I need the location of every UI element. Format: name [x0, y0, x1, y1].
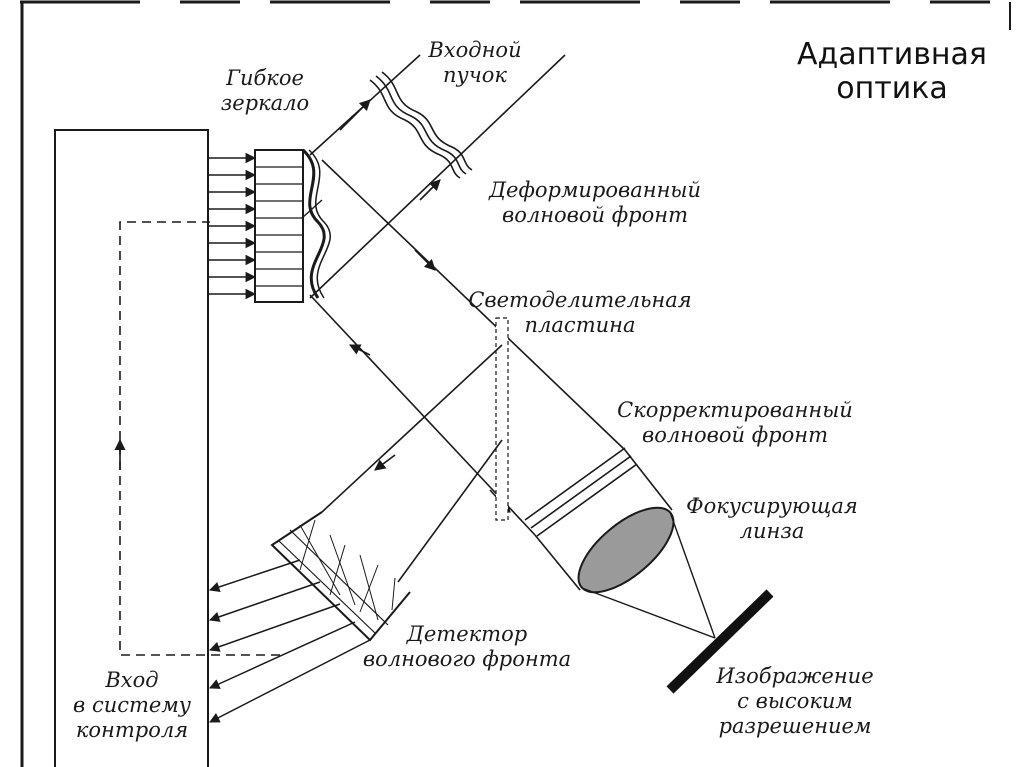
- label-focusing-lens-line1: Фокусирующая: [686, 494, 858, 518]
- label-flexible-mirror: Гибкое зеркало: [210, 66, 320, 116]
- label-input-beam-line2: пучок: [443, 63, 507, 87]
- label-control-input-line2: в систему: [73, 693, 191, 717]
- label-high-res-image-line3: разрешением: [718, 714, 872, 738]
- label-control-input-line3: контроля: [75, 718, 189, 742]
- label-flexible-mirror-line2: зеркало: [220, 91, 310, 115]
- detector-beam: [301, 199, 503, 583]
- label-wavefront-detector-line1: Детектор: [406, 622, 528, 646]
- label-corrected-wavefront-line1: Скорректированный: [617, 398, 853, 422]
- input-beam: [309, 54, 566, 299]
- actuator-lines: [208, 152, 257, 300]
- corrected-wavefront-lines: [524, 447, 638, 537]
- label-beam-splitter-line2: пластина: [524, 313, 636, 337]
- label-corrected-wavefront: Скорректированный волновой фронт: [605, 398, 865, 448]
- label-deformed-wavefront-line1: Деформированный: [488, 178, 702, 202]
- label-focusing-lens-line2: линза: [739, 519, 805, 543]
- label-focusing-lens: Фокусирующая линза: [672, 494, 872, 544]
- label-high-res-image: Изображение с высоким разрешением: [700, 664, 890, 739]
- top-border: [20, 0, 1011, 767]
- label-wavefront-detector: Детектор волнового фронта: [352, 622, 582, 672]
- label-flexible-mirror-line1: Гибкое: [226, 66, 304, 90]
- flexible-mirror: [254, 148, 331, 303]
- label-control-input: Вход в систему контроля: [58, 668, 206, 743]
- diagram-title: Адаптивная оптика: [770, 38, 1014, 106]
- label-input-beam: Входной пучок: [415, 38, 535, 88]
- label-high-res-image-line1: Изображение: [716, 664, 874, 688]
- label-input-beam-line1: Входной: [428, 38, 522, 62]
- image-plane: [666, 589, 774, 694]
- label-high-res-image-line2: с высоким: [737, 689, 853, 713]
- title-line1: Адаптивная: [797, 37, 987, 72]
- control-system-box: [54, 129, 209, 767]
- feedback-dashed-loop: [114, 221, 280, 656]
- label-deformed-wavefront-line2: волновой фронт: [501, 203, 689, 227]
- focusing-lens: [534, 449, 716, 639]
- wavefront-detector: [270, 511, 411, 642]
- label-wavefront-detector-line2: волнового фронта: [362, 647, 572, 671]
- label-control-input-line1: Вход: [105, 668, 159, 692]
- label-beam-splitter-line1: Светоделительная: [468, 288, 692, 312]
- deformed-wavefront-squiggles: [369, 71, 473, 179]
- label-beam-splitter: Светоделительная пластина: [455, 288, 705, 338]
- label-deformed-wavefront: Деформированный волновой фронт: [470, 178, 720, 228]
- title-line2: оптика: [836, 71, 948, 106]
- label-corrected-wavefront-line2: волновой фронт: [641, 423, 829, 447]
- detector-output-lines: [209, 559, 371, 723]
- beam-splitter-plate: [495, 317, 509, 521]
